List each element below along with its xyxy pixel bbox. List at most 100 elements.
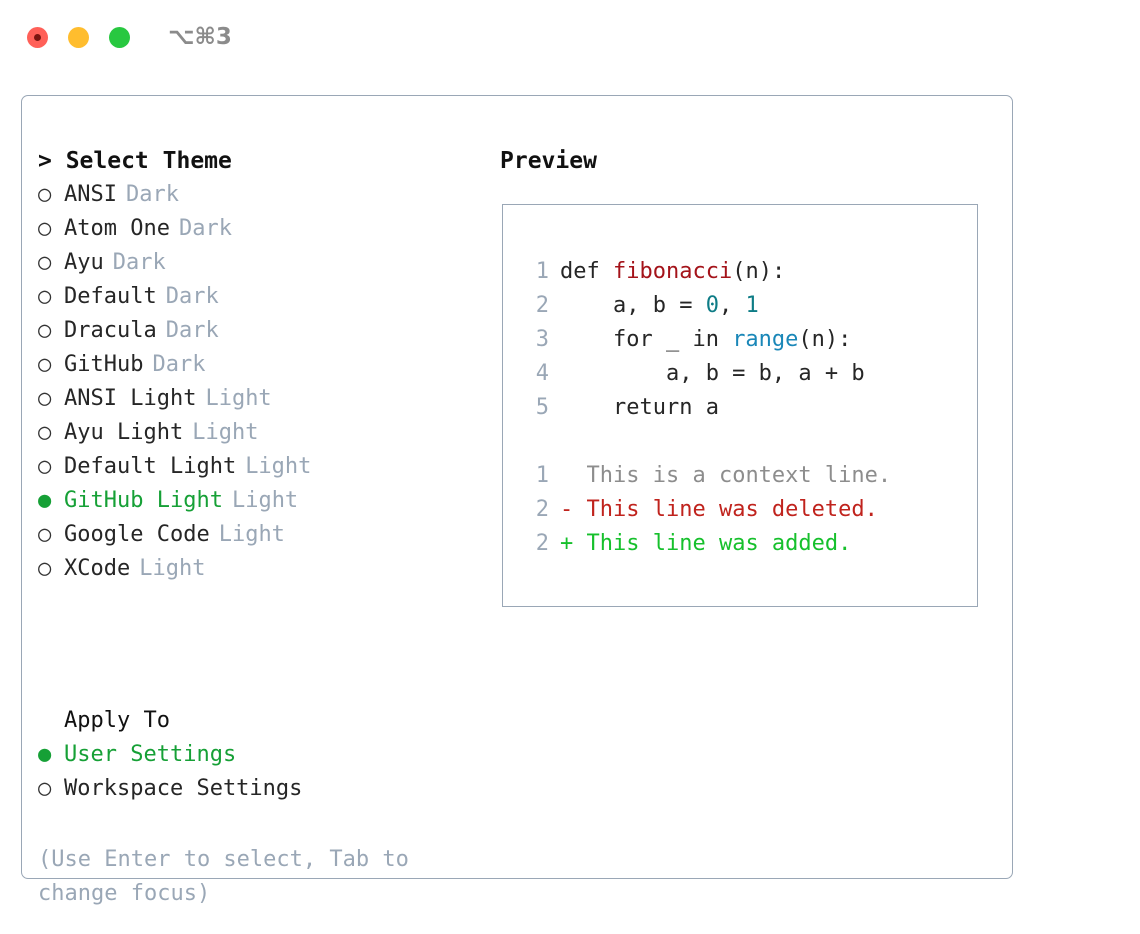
radio-unselected-icon: ○ — [38, 318, 52, 343]
code-line: 4 a, b = b, a + b — [523, 357, 973, 391]
theme-option-label: Default — [64, 284, 157, 309]
diff-line-content: This is a context line. — [560, 459, 892, 493]
radio-unselected-icon: ○ — [38, 386, 52, 411]
theme-option-ansi-light[interactable]: ○ ANSI Light Light — [38, 382, 478, 416]
theme-option-default-light[interactable]: ○ Default Light Light — [38, 450, 478, 484]
diff-marker: - — [560, 497, 587, 522]
code-line: 2 a, b = 0, 1 — [523, 289, 973, 323]
theme-option-label: XCode — [64, 556, 131, 581]
code-line-content: a, b = 0, 1 — [560, 289, 759, 323]
code-token-kw: for _ in — [560, 327, 733, 352]
theme-variant-tag: Light — [192, 420, 259, 445]
code-token-kw: return a — [560, 395, 719, 420]
code-token-plain: a, b = — [560, 293, 706, 318]
radio-unselected-icon: ○ — [38, 556, 52, 581]
radio-unselected-icon: ○ — [38, 182, 52, 207]
code-token-num: 1 — [745, 293, 759, 318]
code-line-content: for _ in range(n): — [560, 323, 851, 357]
line-number: 1 — [535, 463, 549, 488]
diff-line-text: This line was added. — [586, 531, 852, 556]
preview-spacer — [523, 425, 973, 459]
line-number: 5 — [535, 395, 549, 420]
diff-line-content: - This line was deleted. — [560, 493, 878, 527]
code-token-num: 0 — [705, 293, 719, 318]
code-token-fn: fibonacci — [612, 259, 733, 284]
radio-selected-icon: ● — [38, 742, 52, 767]
apply-to-options-container: ● User Settings ○ Workspace Settings — [38, 738, 478, 806]
close-window-button[interactable] — [27, 27, 48, 48]
theme-option-label: Dracula — [64, 318, 157, 343]
theme-option-label: ANSI — [64, 182, 117, 207]
theme-option-default[interactable]: ○ Default Dark — [38, 280, 478, 314]
line-number: 4 — [535, 361, 549, 386]
theme-variant-tag: Light — [205, 386, 272, 411]
diff-line-added: 2 + This line was added. — [523, 527, 973, 561]
diff-marker — [560, 463, 587, 488]
diff-marker: + — [560, 531, 587, 556]
theme-variant-tag: Dark — [178, 216, 232, 241]
radio-unselected-icon: ○ — [38, 454, 52, 479]
radio-unselected-icon: ○ — [38, 776, 52, 801]
code-token-plain: (n): — [798, 327, 852, 352]
theme-variant-tag: Light — [139, 556, 206, 581]
apply-to-option-workspace-settings[interactable]: ○ Workspace Settings — [38, 772, 478, 806]
title-bar: ⌥⌘3 — [0, 0, 1140, 76]
preview-section: Preview — [500, 144, 990, 178]
line-number: 2 — [535, 293, 549, 318]
line-number: 2 — [535, 531, 549, 556]
theme-option-label: ANSI Light — [64, 386, 197, 411]
theme-variant-tag: Light — [218, 522, 285, 547]
code-line-content: return a — [560, 391, 719, 425]
code-token-plain: , — [718, 293, 746, 318]
theme-variant-tag: Dark — [165, 318, 219, 343]
apply-to-option-user-settings[interactable]: ● User Settings — [38, 738, 478, 772]
code-token-kw: def — [560, 259, 613, 284]
theme-option-ansi[interactable]: ○ ANSI Dark — [38, 178, 478, 212]
theme-option-label: Default Light — [64, 454, 237, 479]
theme-option-dracula[interactable]: ○ Dracula Dark — [38, 314, 478, 348]
theme-option-label: GitHub Light — [64, 488, 223, 513]
radio-unselected-icon: ○ — [38, 216, 52, 241]
apply-to-label: Apply To — [64, 708, 170, 733]
theme-option-label: Ayu — [64, 250, 104, 275]
radio-unselected-icon: ○ — [38, 522, 52, 547]
radio-unselected-icon: ○ — [38, 352, 52, 377]
theme-variant-tag: Light — [245, 454, 312, 479]
code-line: 3 for _ in range(n): — [523, 323, 973, 357]
radio-selected-icon: ● — [38, 488, 52, 513]
theme-option-xcode[interactable]: ○ XCode Light — [38, 552, 478, 586]
theme-variant-tag: Dark — [125, 182, 179, 207]
diff-line-text: This is a context line. — [586, 463, 892, 488]
minimize-window-button[interactable] — [68, 27, 89, 48]
diff-line-deleted: 2- This line was deleted. — [523, 493, 973, 527]
apply-to-section: Apply To ● User Settings ○ Workspace Settin… — [38, 704, 478, 806]
theme-list-header: > Select Theme — [38, 148, 232, 174]
apply-to-option-label: User Settings — [64, 742, 237, 767]
radio-unselected-icon: ○ — [38, 284, 52, 309]
code-token-plain: (n): — [732, 259, 786, 284]
theme-variant-tag: Light — [231, 488, 299, 513]
theme-variant-tag: Dark — [112, 250, 166, 275]
theme-option-atom-one[interactable]: ○ Atom One Dark — [38, 212, 478, 246]
apply-to-option-label: Workspace Settings — [64, 776, 303, 801]
theme-option-github-light[interactable]: ● GitHub Light Light — [38, 484, 478, 518]
diff-line-text: This line was deleted. — [586, 497, 878, 522]
theme-option-label: Ayu Light — [64, 420, 184, 445]
preview-title: Preview — [500, 148, 597, 174]
theme-variant-tag: Dark — [165, 284, 219, 309]
line-number: 3 — [535, 327, 549, 352]
maximize-window-button[interactable] — [109, 27, 130, 48]
theme-option-label: Atom One — [64, 216, 170, 241]
line-number: 2 — [535, 497, 549, 522]
